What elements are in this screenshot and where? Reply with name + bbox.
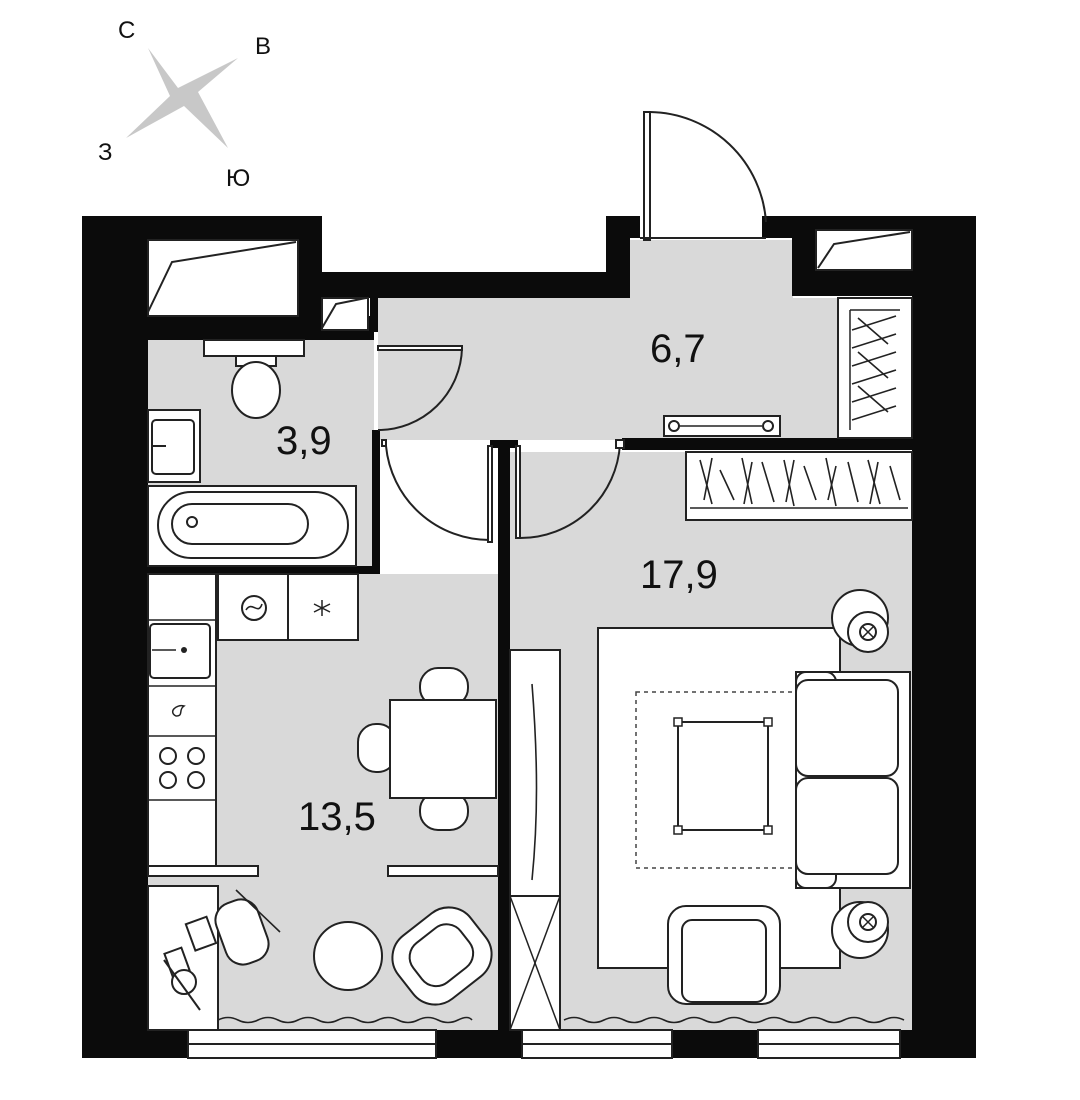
sofa-icon bbox=[795, 671, 911, 889]
window-icon bbox=[187, 1029, 437, 1059]
round-table-icon bbox=[313, 921, 383, 991]
ventilation-shaft-small bbox=[321, 297, 369, 331]
floor-lamp-icon bbox=[831, 901, 889, 959]
living-door-icon bbox=[515, 439, 625, 540]
kitchen-counter-icon bbox=[147, 573, 217, 867]
compass-west-label: З bbox=[98, 139, 113, 166]
dining-table-icon bbox=[389, 699, 497, 799]
shoe-rack-icon bbox=[663, 415, 781, 437]
floor-lamp-icon bbox=[831, 589, 889, 653]
washing-machine-icon bbox=[217, 573, 289, 641]
bathroom-door-icon bbox=[377, 345, 463, 431]
kitchen-door-icon bbox=[381, 439, 493, 543]
compass-north-label: С bbox=[118, 17, 135, 44]
bathroom-sink-icon bbox=[147, 409, 201, 483]
armchair-icon bbox=[391, 906, 493, 1006]
compass-rose-icon bbox=[126, 48, 238, 148]
fridge-icon bbox=[287, 573, 359, 641]
kitchen-area-label: 13,5 bbox=[298, 795, 376, 839]
compass-east-label: В bbox=[255, 33, 271, 60]
desk-chair-icon bbox=[214, 889, 281, 966]
curtain-icon bbox=[563, 1016, 905, 1024]
ventilation-shaft-right bbox=[815, 229, 913, 271]
window-icon bbox=[521, 1029, 673, 1059]
desk-icon bbox=[147, 885, 219, 1031]
living-wardrobe-icon bbox=[685, 451, 913, 521]
hall-wardrobe-icon bbox=[837, 297, 913, 439]
column-wardrobe-icon bbox=[509, 649, 561, 1031]
window-icon bbox=[757, 1029, 901, 1059]
compass-south-label: Ю bbox=[226, 165, 250, 192]
curtain-icon bbox=[217, 1016, 473, 1024]
entrance-door-icon bbox=[640, 111, 767, 241]
hall-area-label: 6,7 bbox=[650, 327, 706, 371]
ventilation-shaft bbox=[147, 239, 299, 317]
kitchen-shelf-icon bbox=[147, 865, 499, 877]
living-area-label: 17,9 bbox=[640, 553, 718, 597]
cooktop-icon bbox=[172, 704, 186, 717]
stove-icon bbox=[159, 747, 205, 789]
bathroom-area-label: 3,9 bbox=[276, 419, 332, 463]
toilet-icon bbox=[203, 339, 305, 419]
kitchen-sink-icon bbox=[149, 623, 211, 679]
bathtub-icon bbox=[147, 485, 357, 567]
living-armchair-icon bbox=[667, 905, 781, 1005]
coffee-table-icon bbox=[673, 717, 773, 835]
